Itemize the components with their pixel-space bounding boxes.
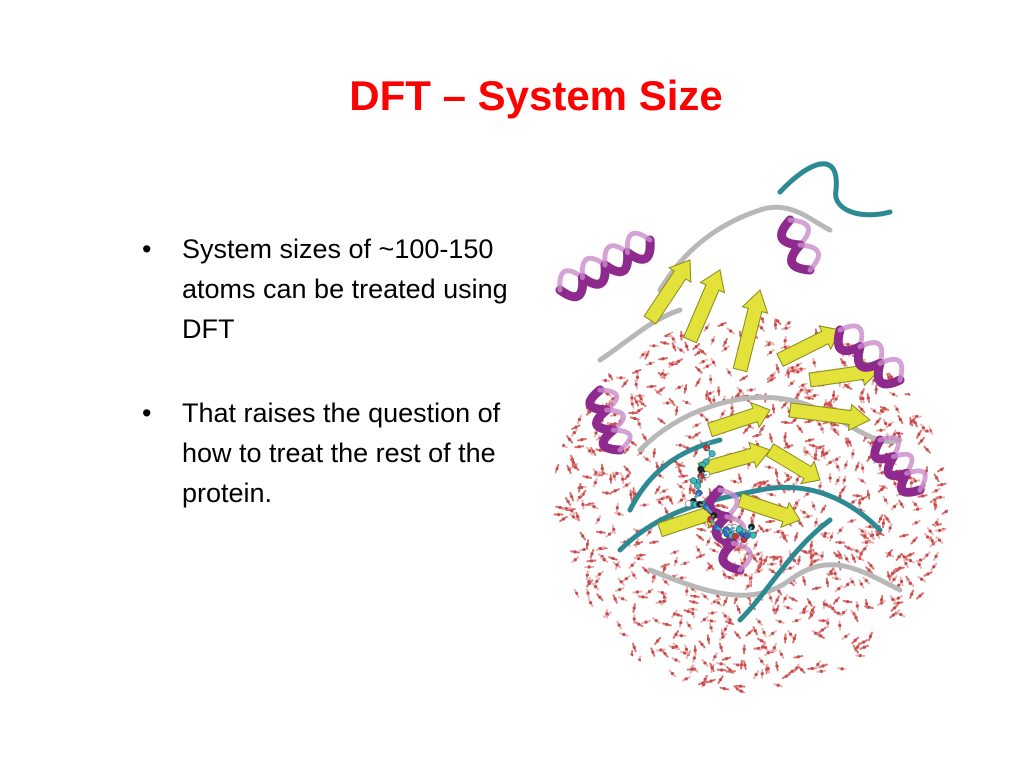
ligand-atoms xyxy=(685,439,757,543)
bullet-text: System sizes of ~100-150 atoms can be tr… xyxy=(182,234,508,344)
bullet-text: That raises the question of how to treat… xyxy=(182,398,501,508)
bullet-item: • That raises the question of how to tre… xyxy=(142,393,562,513)
bullet-item: • System sizes of ~100-150 atoms can be … xyxy=(142,229,562,349)
coil-segments xyxy=(597,161,903,623)
slide-title: DFT – System Size xyxy=(349,72,723,119)
beta-sheets xyxy=(643,259,881,538)
bullet-list: • System sizes of ~100-150 atoms can be … xyxy=(142,229,562,557)
protein-structure-icon xyxy=(553,161,948,693)
alpha-helices xyxy=(555,215,928,575)
bullet-marker: • xyxy=(142,234,152,264)
bullet-marker: • xyxy=(142,398,152,428)
